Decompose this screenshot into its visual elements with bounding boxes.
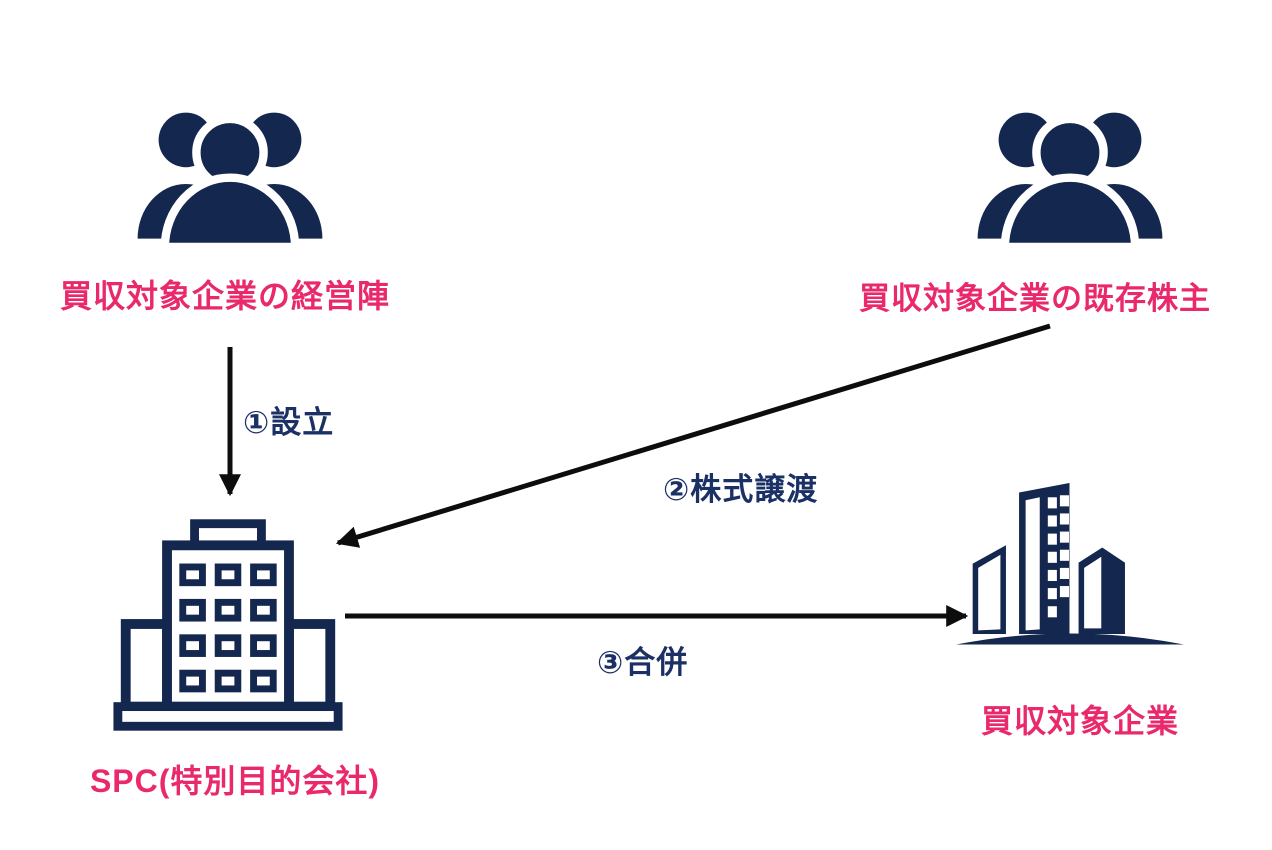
tower-windows	[1047, 495, 1069, 618]
node-label-shareholders: 買収対象企業の既存株主	[859, 281, 1211, 316]
node-label-target: 買収対象企業	[980, 703, 1179, 739]
node-label-spc: SPC(特別目的会社)	[89, 763, 381, 799]
arrow-label-merger: ③合併	[597, 645, 689, 680]
arrow-label-establish: ①設立	[243, 405, 335, 440]
building-windows	[179, 563, 277, 693]
people-group-icon	[137, 112, 323, 252]
arrow-label-share-transfer: ②株式譲渡	[663, 472, 819, 507]
node-label-management: 買収対象企業の経営陣	[59, 278, 390, 314]
people-group-icon	[977, 112, 1163, 252]
city-buildings-icon	[956, 479, 1184, 645]
office-building-outline-icon	[113, 519, 343, 731]
arrow-share-transfer	[335, 323, 1051, 548]
